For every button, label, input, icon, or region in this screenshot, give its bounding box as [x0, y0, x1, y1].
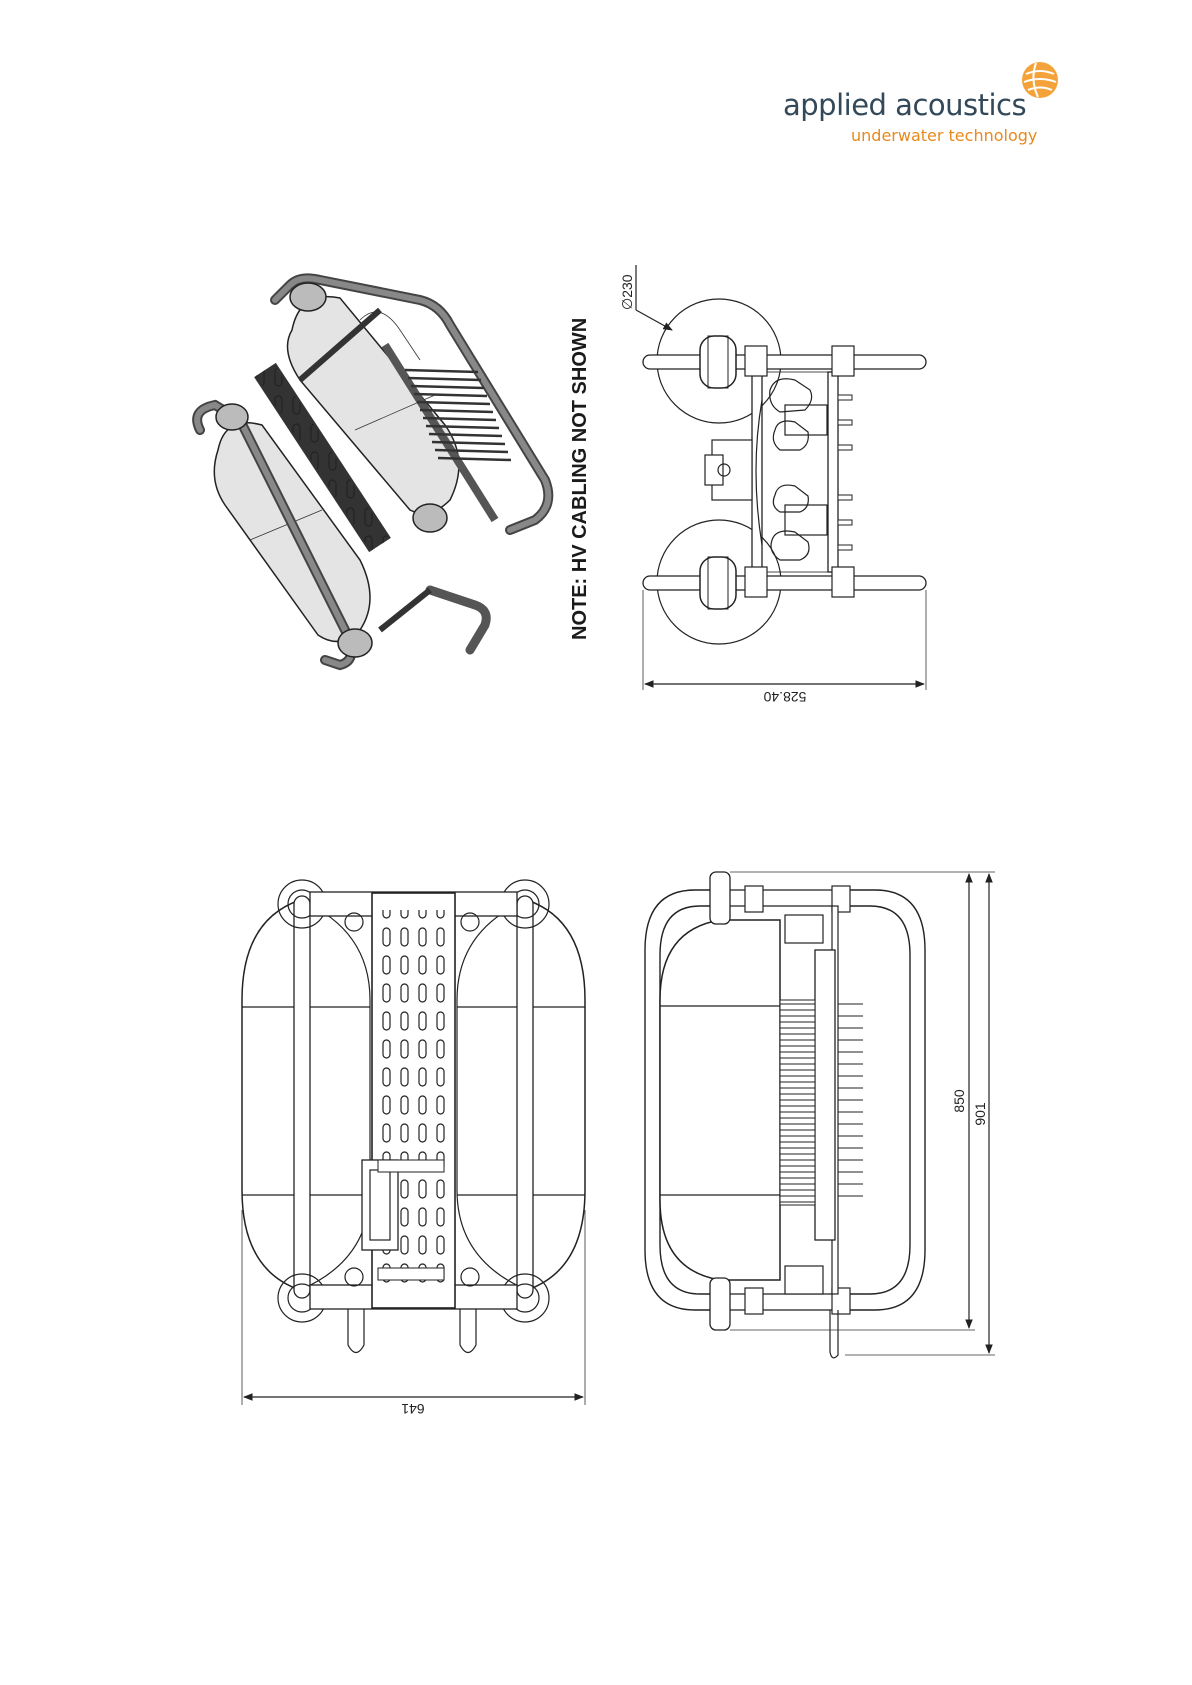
note-text: NOTE: HV CABLING NOT SHOWN — [569, 318, 591, 640]
plan-float-right — [527, 900, 585, 1290]
iso-float-rear — [288, 297, 459, 514]
dim-side-inner-length: 850 — [951, 1089, 967, 1113]
side-float — [660, 920, 780, 1280]
isometric-view — [197, 278, 548, 665]
plan-float-left — [242, 900, 300, 1290]
dim-plan-width: 641 — [401, 1401, 425, 1417]
dim-float-diameter: ∅230 — [619, 274, 635, 310]
side-view: 850 901 — [645, 872, 995, 1358]
dim-side-overall-length: 901 — [972, 1102, 988, 1126]
plan-view: 641 — [242, 880, 585, 1417]
end-view: ∅230 528.40 — [619, 265, 926, 705]
end-tube-bottom — [643, 576, 926, 590]
end-tube-top — [643, 355, 926, 369]
dim-end-view-width: 528.40 — [763, 689, 806, 705]
